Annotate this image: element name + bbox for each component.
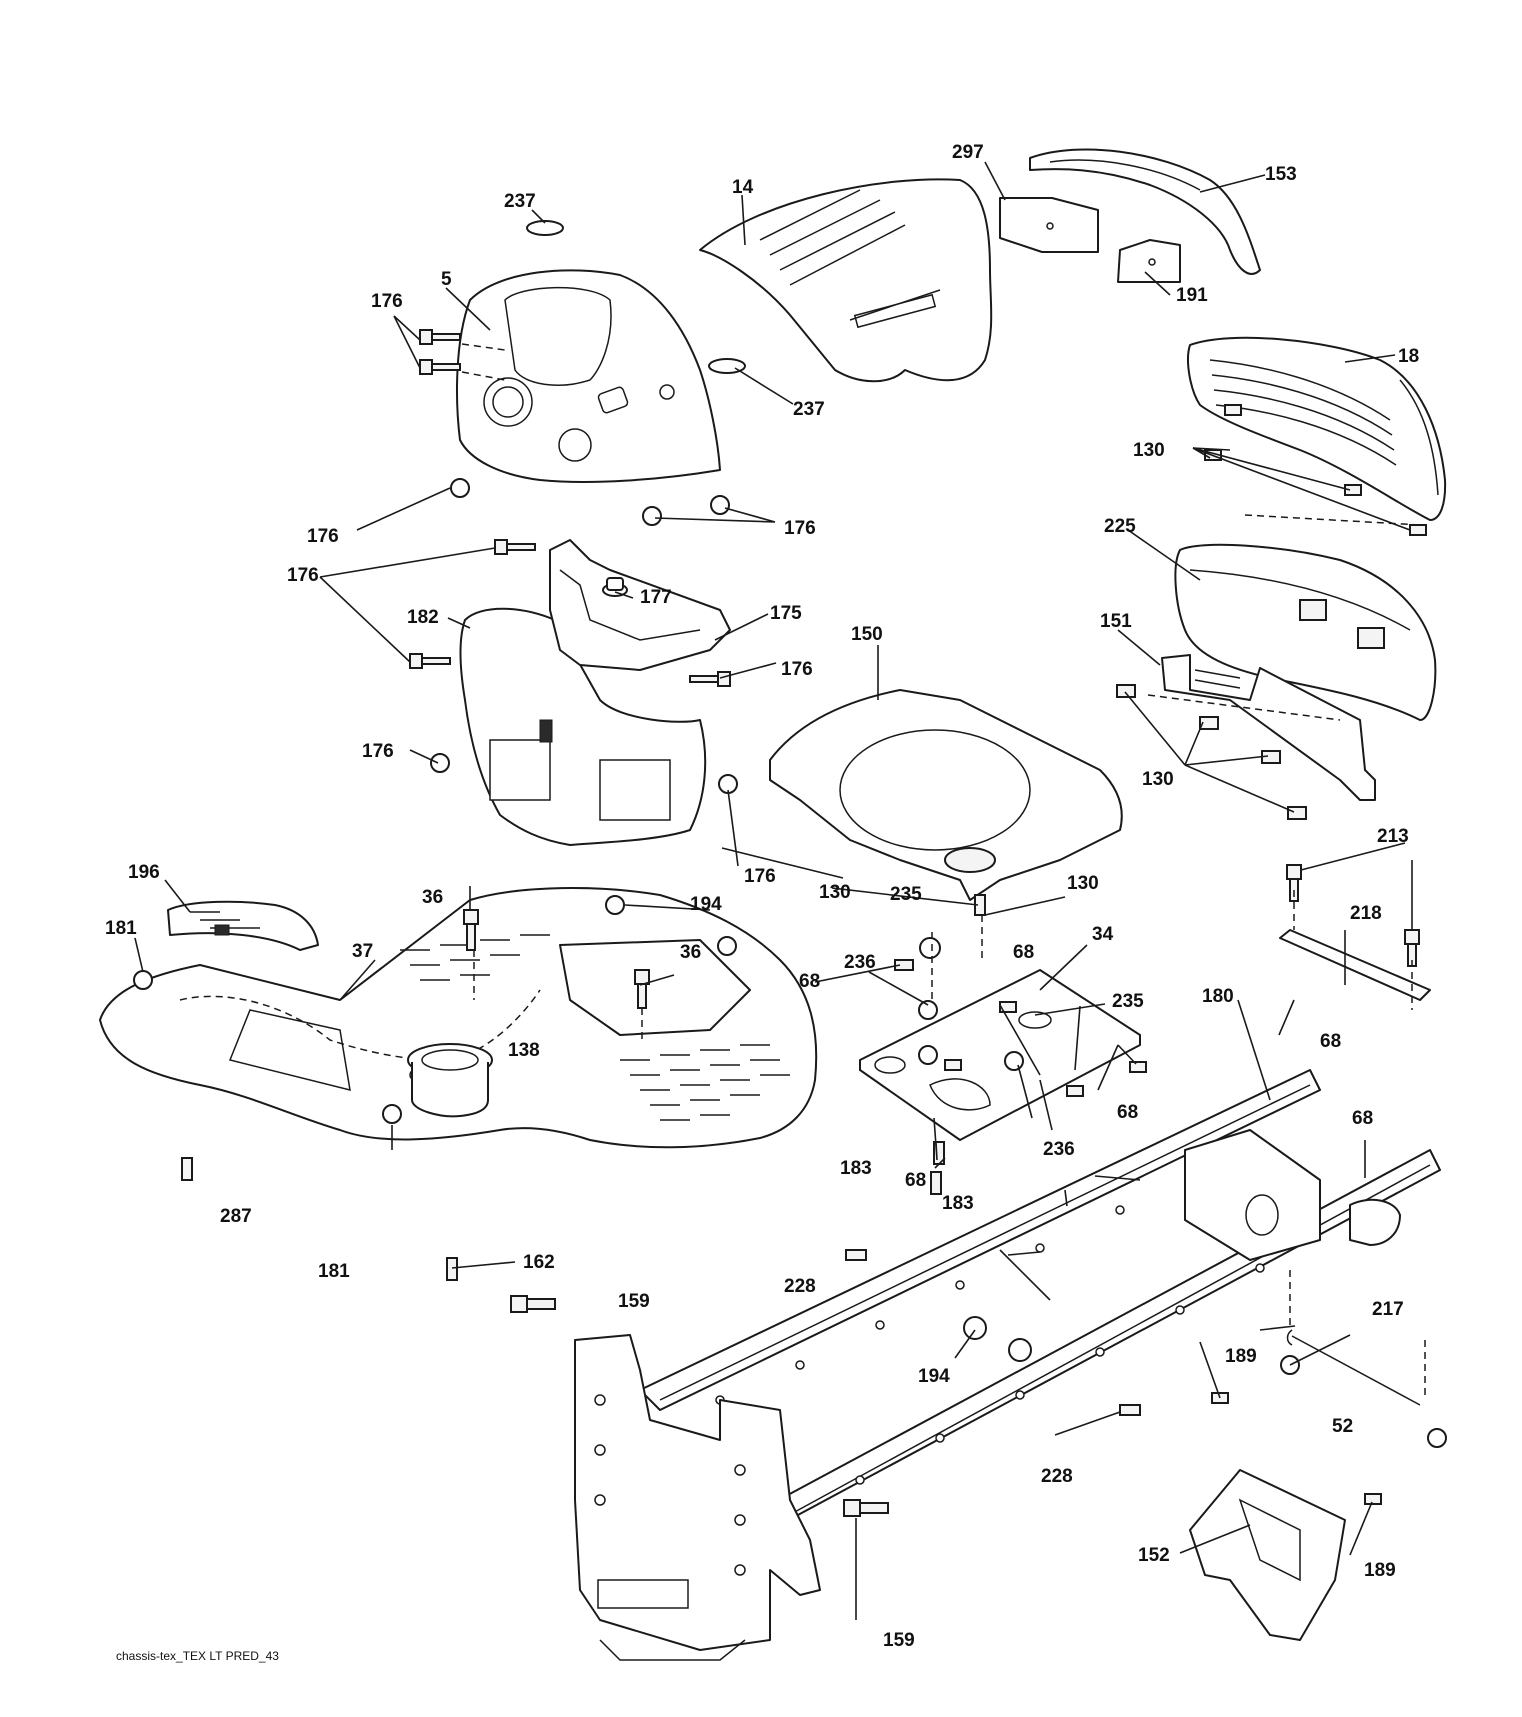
part-153-trim <box>1029 148 1261 275</box>
callout-150: 150 <box>851 624 883 645</box>
leader-lines <box>134 161 1413 1620</box>
washer-icon <box>133 478 1447 1448</box>
callout-237: 237 <box>504 191 536 212</box>
part-14-hood <box>699 178 993 383</box>
part-180-front-plate <box>574 1334 821 1661</box>
callout-68: 68 <box>905 1170 926 1191</box>
callout-297: 297 <box>952 142 984 163</box>
callout-175: 175 <box>770 603 802 624</box>
callout-228: 228 <box>784 1276 816 1297</box>
callout-176: 176 <box>371 291 403 312</box>
callout-52: 52 <box>1332 1416 1353 1437</box>
callout-237: 237 <box>793 399 825 420</box>
callout-194: 194 <box>690 894 722 915</box>
callout-34: 34 <box>1092 924 1114 945</box>
part-150-engine-tray <box>769 689 1123 901</box>
part-182-lower-dash <box>459 607 707 846</box>
callout-14: 14 <box>732 177 754 198</box>
callout-189: 189 <box>1225 1346 1257 1367</box>
callout-176: 176 <box>784 518 816 539</box>
callout-37: 37 <box>352 941 373 962</box>
diagram-reference-code: chassis-tex_TEX LT PRED_43 <box>116 1649 279 1663</box>
callout-152: 152 <box>1138 1545 1170 1566</box>
part-138-boot <box>407 1043 493 1118</box>
callout-183: 183 <box>942 1193 974 1214</box>
callout-130: 130 <box>1133 440 1165 461</box>
callout-181: 181 <box>105 918 137 939</box>
callout-225: 225 <box>1104 516 1136 537</box>
callout-213: 213 <box>1377 826 1409 847</box>
callout-68: 68 <box>799 971 820 992</box>
part-218-strap <box>1279 929 1431 1001</box>
part-175-bracket <box>549 539 731 671</box>
part-297-block <box>999 197 1099 253</box>
callout-68: 68 <box>1117 1102 1138 1123</box>
callout-138: 138 <box>508 1040 540 1061</box>
callout-176: 176 <box>307 526 339 547</box>
callout-194: 194 <box>918 1366 950 1387</box>
callout-236: 236 <box>1043 1139 1075 1160</box>
callout-159: 159 <box>618 1291 650 1312</box>
callout-159: 159 <box>883 1630 915 1651</box>
part-180-frame <box>639 1069 1441 1531</box>
callout-36: 36 <box>680 942 701 963</box>
callout-176: 176 <box>362 741 394 762</box>
part-237-plug-top <box>526 220 564 236</box>
callout-236: 236 <box>844 952 876 973</box>
callout-235: 235 <box>890 884 922 905</box>
callout-235: 235 <box>1112 991 1144 1012</box>
callout-183: 183 <box>840 1158 872 1179</box>
callout-182: 182 <box>407 607 439 628</box>
part-196-pedal-cover <box>167 900 319 951</box>
callout-176: 176 <box>287 565 319 586</box>
callout-176: 176 <box>781 659 813 680</box>
part-225-front-bumper <box>1174 543 1437 721</box>
callout-68: 68 <box>1013 942 1034 963</box>
assembly-guides <box>461 343 1426 1400</box>
part-152-deflector <box>1189 1469 1346 1641</box>
callout-153: 153 <box>1265 164 1297 185</box>
callout-151: 151 <box>1100 611 1132 632</box>
callout-130: 130 <box>1142 769 1174 790</box>
part-37-vent-grid <box>400 934 790 1121</box>
callout-36: 36 <box>422 887 443 908</box>
part-191-block <box>1117 239 1181 283</box>
callout-176: 176 <box>744 866 776 887</box>
part-177-knob <box>602 577 628 597</box>
callout-287: 287 <box>220 1206 252 1227</box>
callout-130: 130 <box>819 882 851 903</box>
part-34-mounting-plate <box>859 969 1141 1141</box>
callout-189: 189 <box>1364 1560 1396 1581</box>
callout-180: 180 <box>1202 986 1234 1007</box>
callout-228: 228 <box>1041 1466 1073 1487</box>
part-217-rod <box>1286 1329 1421 1406</box>
fasteners <box>133 329 1447 1517</box>
callout-18: 18 <box>1398 346 1419 367</box>
callout-130: 130 <box>1067 873 1099 894</box>
callout-217: 217 <box>1372 1299 1404 1320</box>
callout-196: 196 <box>128 862 160 883</box>
callout-181: 181 <box>318 1261 350 1282</box>
callout-177: 177 <box>640 587 672 608</box>
part-5-dash-panel <box>456 269 721 483</box>
callout-162: 162 <box>523 1252 555 1273</box>
callout-labels: 297 153 237 14 5 176 191 18 237 130 176 … <box>105 142 1419 1651</box>
callout-218: 218 <box>1350 903 1382 924</box>
callout-68: 68 <box>1352 1108 1373 1129</box>
part-151-bracket <box>1161 654 1376 801</box>
callout-191: 191 <box>1176 285 1208 306</box>
callout-5: 5 <box>441 269 452 290</box>
callout-68: 68 <box>1320 1031 1341 1052</box>
